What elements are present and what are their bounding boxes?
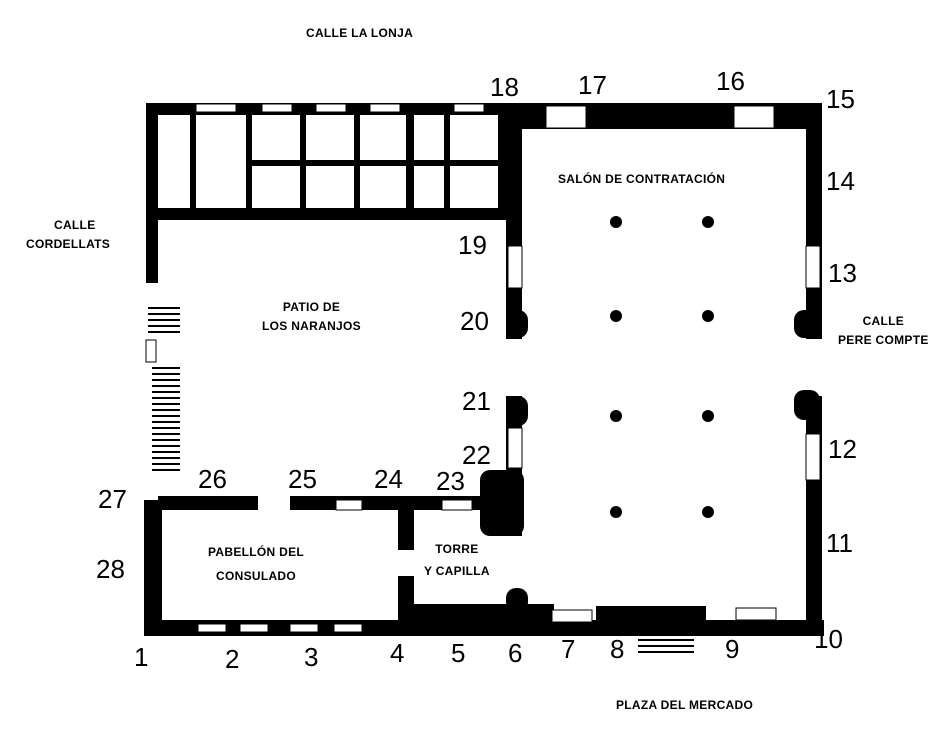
wall-west-upper: [146, 103, 158, 283]
wall-east-lower: [806, 396, 822, 636]
room-label-patio: PATIO DE LOS NARANJOS: [262, 298, 361, 336]
room-label-pavilion-line1: PABELLÓN DEL: [208, 545, 305, 559]
wall-tower-south: [398, 604, 554, 630]
tower-stair-block: [480, 470, 524, 536]
ref-number: 10: [814, 624, 843, 654]
stairs: [148, 105, 694, 653]
ref-number: 5: [451, 638, 466, 668]
ref-number: 2: [225, 644, 240, 674]
ref-number: 9: [725, 634, 740, 664]
ref-number: 3: [304, 642, 319, 672]
ref-number: 7: [561, 634, 576, 664]
ref-number: 12: [828, 434, 857, 464]
column: [610, 216, 622, 228]
ref-number: 1: [134, 642, 149, 672]
column: [702, 506, 714, 518]
tower-south-bump: [506, 588, 528, 612]
ref-number: 27: [98, 484, 127, 514]
ref-number: 6: [508, 638, 523, 668]
column: [610, 310, 622, 322]
street-label-east-line2: PERE COMPTE: [838, 333, 929, 347]
ref-number: 8: [610, 634, 625, 664]
ref-number: 16: [716, 66, 745, 96]
wall-rooms-middle: [250, 160, 506, 166]
room-label-pavilion: PABELLÓN DEL CONSULADO: [208, 540, 304, 588]
column: [610, 410, 622, 422]
ref-number: 4: [390, 638, 405, 668]
ref-number: 17: [578, 70, 607, 100]
stair-west-small: [148, 307, 180, 333]
ref-number: 15: [826, 84, 855, 114]
ref-number: 26: [198, 464, 227, 494]
ref-number: 24: [374, 464, 403, 494]
wall-pavilion-north: [158, 496, 258, 510]
wall-east-upper: [806, 103, 822, 339]
street-label-west: CALLE CORDELLATS: [26, 216, 110, 254]
ref-number: 13: [828, 258, 857, 288]
columns: [610, 216, 714, 518]
room-label-tower-line1: TORRE: [435, 542, 479, 556]
stair-south: [638, 609, 694, 653]
column: [610, 506, 622, 518]
stair-north: [628, 105, 688, 123]
room-label-tower-line2: Y CAPILLA: [424, 564, 490, 578]
street-label-east-line1: CALLE: [862, 314, 905, 328]
room-label-salon: SALÓN DE CONTRATACIÓN: [558, 172, 726, 186]
ref-number: 18: [490, 72, 519, 102]
room-label-tower: TORRE Y CAPILLA: [424, 538, 490, 582]
stair-west: [152, 367, 180, 471]
column: [702, 410, 714, 422]
column: [702, 216, 714, 228]
column: [702, 310, 714, 322]
street-label-west-line1: CALLE: [54, 218, 96, 232]
wall-salon-west-upper: [506, 103, 522, 339]
ref-number: 22: [462, 440, 491, 470]
ref-number: 21: [462, 386, 491, 416]
ref-number: 28: [96, 554, 125, 584]
openings: [145, 103, 821, 633]
street-label-west-line2: CORDELLATS: [26, 237, 111, 251]
ref-number: 23: [436, 466, 465, 496]
ref-number: 25: [288, 464, 317, 494]
ref-number: 19: [458, 230, 487, 260]
ref-number: 20: [460, 306, 489, 336]
ref-number: 14: [826, 166, 855, 196]
street-label-north: CALLE LA LONJA: [306, 26, 414, 40]
room-label-pavilion-line2: CONSULADO: [216, 569, 297, 583]
street-label-south: PLAZA DEL MERCADO: [616, 698, 754, 712]
ref-number: 11: [826, 528, 853, 558]
room-label-patio-line1: PATIO DE: [282, 300, 341, 314]
wall-west-lower: [144, 500, 162, 636]
street-label-east: CALLE PERE COMPTE: [838, 312, 929, 350]
wall-pavilion-east-upper: [398, 500, 414, 550]
wall-rooms-south: [146, 208, 512, 220]
room-label-patio-line2: LOS NARANJOS: [262, 319, 361, 333]
